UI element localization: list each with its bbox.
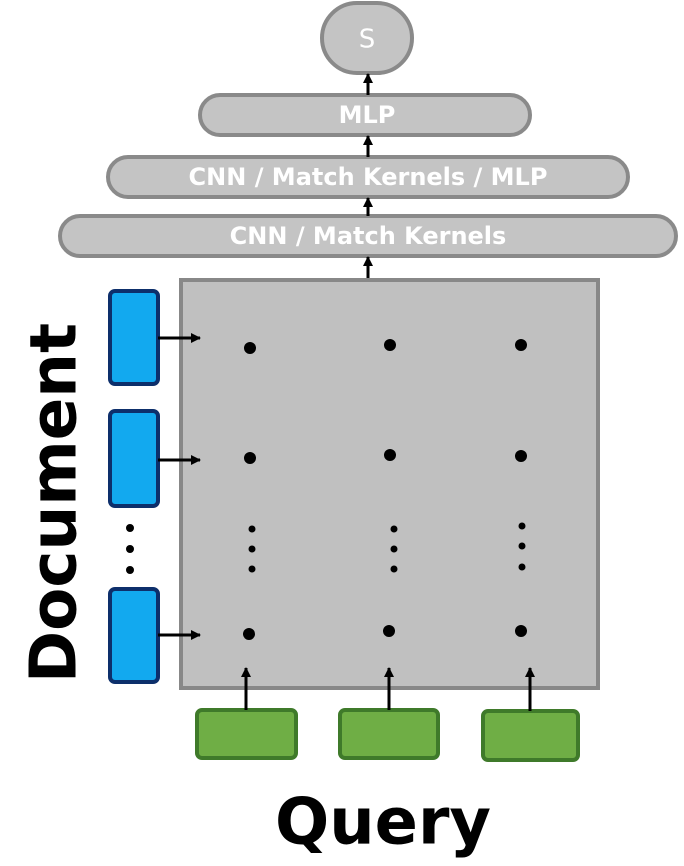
interaction-dot: [515, 625, 527, 637]
mlp-layer: MLP: [198, 93, 532, 137]
document-ellipsis-dot: [126, 545, 134, 553]
interaction-dot: [243, 628, 255, 640]
query-term-box: [481, 709, 580, 762]
query-term-box: [338, 708, 440, 760]
score-node: S: [320, 1, 414, 75]
cnn-kernels-mlp-layer: CNN / Match Kernels / MLP: [106, 155, 630, 199]
matrix-ellipsis-dot: [518, 563, 526, 571]
matrix-ellipsis-dot: [518, 522, 526, 530]
interaction-dot: [384, 449, 396, 461]
interaction-dot: [515, 339, 527, 351]
document-ellipsis-dot: [126, 524, 134, 532]
document-term-box: [108, 587, 160, 684]
document-ellipsis-dot: [126, 566, 134, 574]
cnn-kernels-layer-label: CNN / Match Kernels: [230, 222, 507, 250]
matrix-ellipsis-dot: [390, 565, 398, 573]
interaction-dot: [384, 339, 396, 351]
matrix-ellipsis-dot: [248, 525, 256, 533]
cnn-kernels-layer: CNN / Match Kernels: [58, 214, 678, 258]
document-axis-label: Document: [18, 323, 92, 683]
query-axis-label: Query: [275, 786, 491, 860]
matrix-ellipsis-dot: [390, 545, 398, 553]
query-term-box: [195, 708, 298, 760]
interaction-dot: [383, 625, 395, 637]
mlp-layer-label: MLP: [339, 101, 396, 129]
matrix-ellipsis-dot: [518, 542, 526, 550]
document-term-box: [108, 289, 160, 386]
interaction-dot: [515, 450, 527, 462]
cnn-kernels-mlp-layer-label: CNN / Match Kernels / MLP: [189, 163, 548, 191]
document-term-box: [108, 409, 160, 508]
interaction-dot: [244, 452, 256, 464]
interaction-dot: [244, 342, 256, 354]
matrix-ellipsis-dot: [248, 565, 256, 573]
score-label: S: [359, 25, 376, 55]
matrix-ellipsis-dot: [390, 525, 398, 533]
matrix-ellipsis-dot: [248, 545, 256, 553]
